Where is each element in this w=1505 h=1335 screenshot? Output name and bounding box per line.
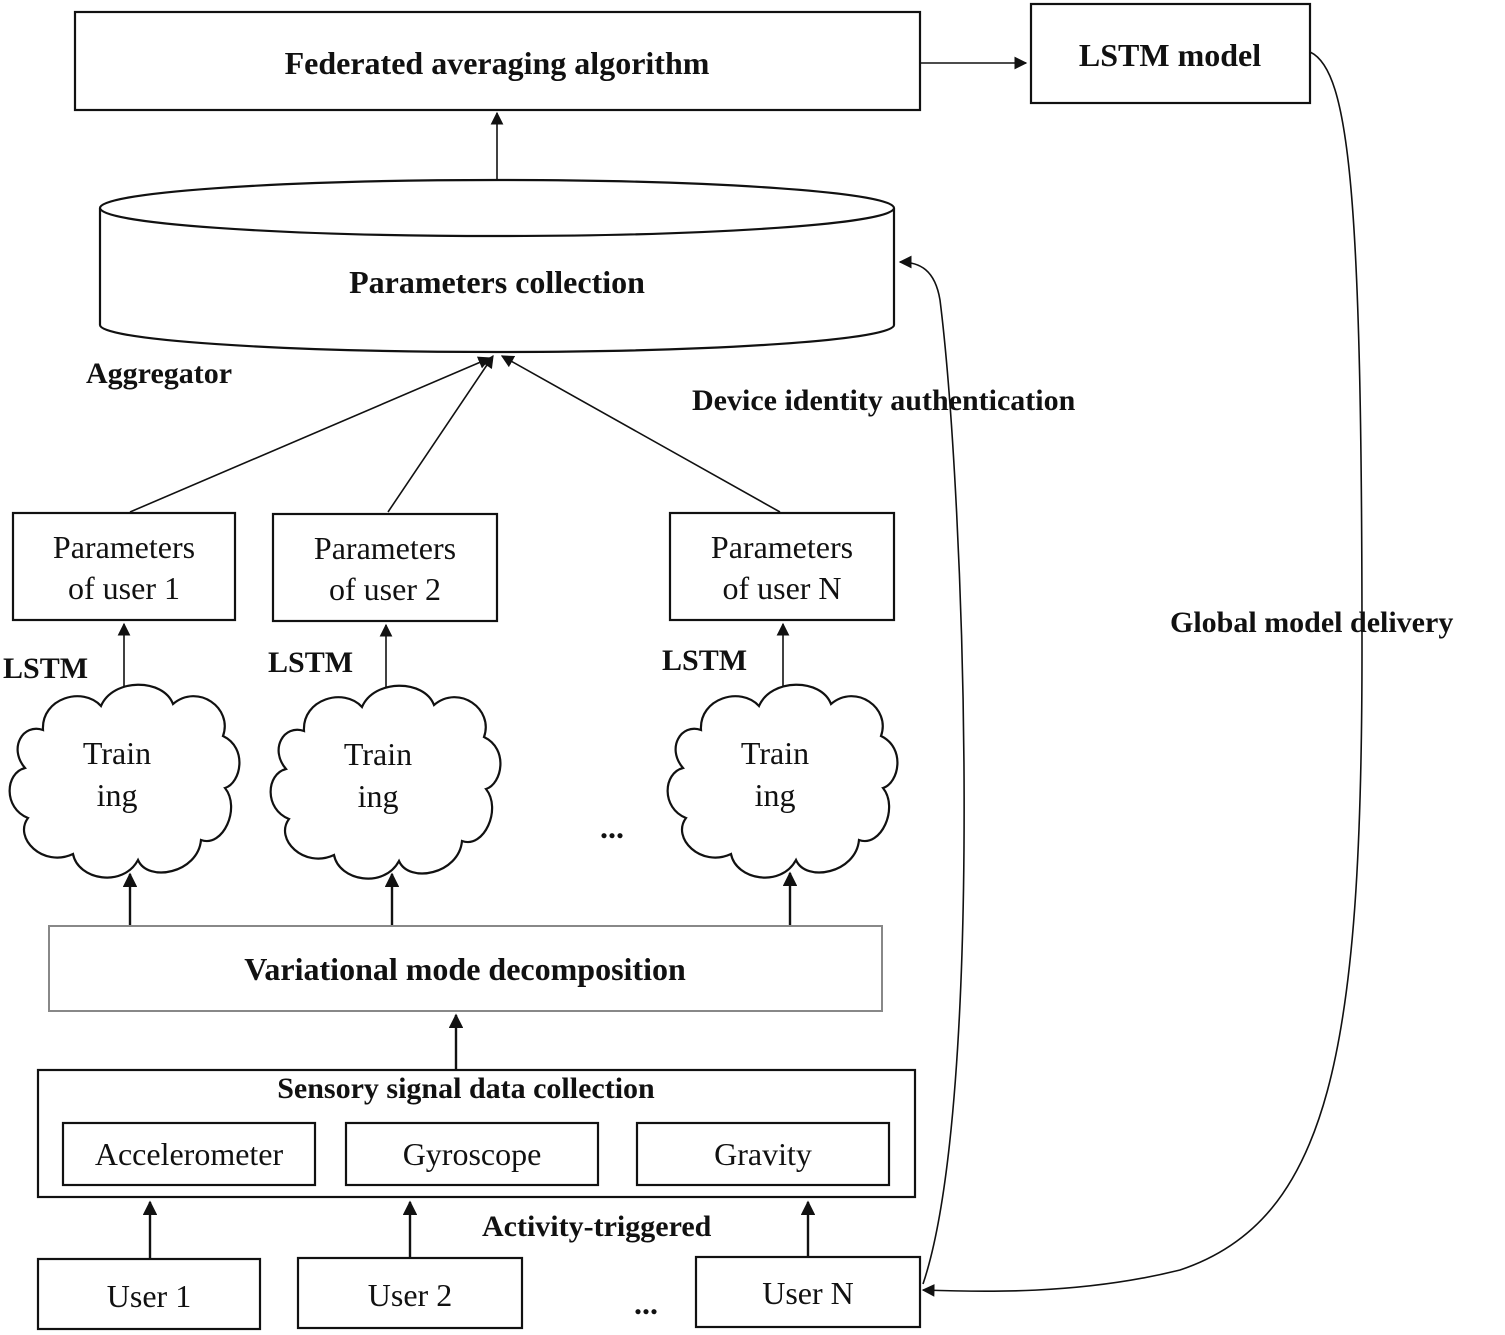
training-cloud-n: Train ing [666, 683, 899, 879]
collection-label: Parameters collection [349, 264, 645, 300]
params-user-1-line1: Parameters [53, 529, 195, 565]
accelerometer-box [61, 1121, 317, 1187]
lstm-label-1: LSTM [3, 652, 88, 685]
fedavg-box: Federated averaging algorithm [73, 10, 922, 112]
user-1-label: User 1 [107, 1278, 191, 1314]
fedavg-label: Federated averaging algorithm [285, 45, 710, 81]
params-user-n-line2: of user N [722, 570, 841, 606]
activity-triggered-label: Activity-triggered [482, 1210, 712, 1243]
training-1-line2: ing [97, 777, 138, 813]
training-1-line1: Train [83, 735, 151, 771]
params-user-1-line2: of user 1 [68, 570, 180, 606]
lstm-label-2: LSTM [268, 646, 353, 679]
params-user-1-box: Parameters of user 1 [11, 511, 237, 622]
parameters-collection-cylinder: Parameters collection [98, 178, 896, 354]
params-user-n-box: Parameters of user N [668, 511, 896, 622]
params-user-2-line1: Parameters [314, 530, 456, 566]
sensory-title: Sensory signal data collection [277, 1072, 655, 1105]
aggregator-label: Aggregator [86, 357, 232, 390]
params-user-2-line2: of user 2 [329, 571, 441, 607]
global-delivery-label: Global model delivery [1170, 606, 1453, 639]
params-user-2-box: Parameters of user 2 [271, 512, 499, 623]
training-n-line2: ing [755, 777, 796, 813]
user-n-box: User N [694, 1255, 922, 1329]
user-n-label: User N [762, 1275, 854, 1311]
global-delivery-curve [921, 51, 1363, 1297]
gravity-label: Gravity [714, 1136, 812, 1172]
user1-to-collection-arrow [129, 356, 492, 513]
gyroscope-box [344, 1121, 600, 1187]
device-auth-curve [898, 255, 965, 1285]
gyroscope-label: Gyroscope [403, 1136, 542, 1172]
training-2-line2: ing [358, 778, 399, 814]
userN-to-collection-arrow [500, 355, 781, 513]
user-1-box: User 1 [36, 1257, 262, 1331]
users-ellipsis: ... [634, 1285, 658, 1321]
user2-to-collection-arrow [387, 354, 494, 513]
lstm-model-label: LSTM model [1079, 37, 1261, 73]
training-cloud-1: Train ing [8, 683, 241, 879]
training-2-line1: Train [344, 736, 412, 772]
sensory-collection-box: Sensory signal data collection Accelerom… [36, 1068, 917, 1199]
accelerometer-label: Accelerometer [95, 1136, 284, 1172]
params-user-n-line1: Parameters [711, 529, 853, 565]
training-n-line1: Train [741, 735, 809, 771]
lstm-label-n: LSTM [662, 644, 747, 677]
vmd-box: Variational mode decomposition [48, 925, 883, 1012]
training-ellipsis: ... [600, 809, 624, 845]
user-2-box: User 2 [296, 1256, 524, 1330]
training-cloud-2: Train ing [269, 684, 502, 880]
device-auth-label: Device identity authentication [692, 384, 1076, 417]
vmd-label: Variational mode decomposition [244, 951, 686, 987]
lstm-model-box: LSTM model [1029, 2, 1312, 105]
user-2-label: User 2 [368, 1277, 452, 1313]
gravity-box [635, 1121, 891, 1187]
